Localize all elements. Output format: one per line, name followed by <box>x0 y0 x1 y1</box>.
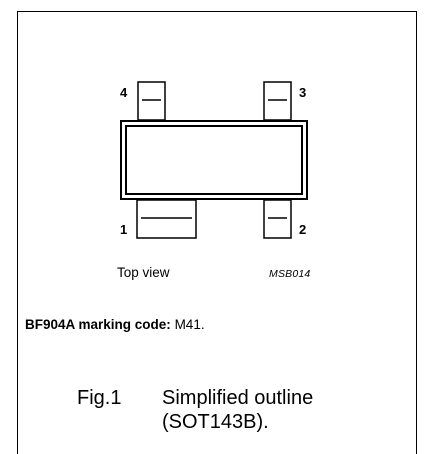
pin-1-label: 1 <box>120 222 127 237</box>
figure-title-line1: Simplified outline <box>162 387 314 409</box>
marking-code-label: BF904A marking code: <box>25 317 171 332</box>
figure-title-line2: (SOT143B). <box>162 411 269 433</box>
pin-1-lead <box>136 199 197 239</box>
marking-code-value: M41. <box>174 317 205 332</box>
view-caption: Top view <box>117 265 170 280</box>
pin-4-label: 4 <box>120 85 128 100</box>
drawing-code: MSB014 <box>269 268 311 280</box>
pin-2-label: 2 <box>299 222 306 237</box>
figure-number: Fig.1 <box>77 387 122 409</box>
package-body-inner <box>125 125 303 195</box>
pin-1: 1 <box>120 199 197 239</box>
pin-4-lead <box>137 81 166 121</box>
pin-2-lead <box>263 199 292 239</box>
pin-4: 4 <box>120 81 166 121</box>
figure-frame <box>17 11 417 454</box>
marking-code-line: BF904A marking code: M41. <box>25 317 205 332</box>
package-body <box>120 120 308 200</box>
pin-3-label: 3 <box>299 85 306 100</box>
pin-3-lead <box>263 81 292 121</box>
pin-3: 3 <box>263 81 306 121</box>
pin-2: 2 <box>263 199 306 239</box>
package-body-outer <box>120 120 308 200</box>
